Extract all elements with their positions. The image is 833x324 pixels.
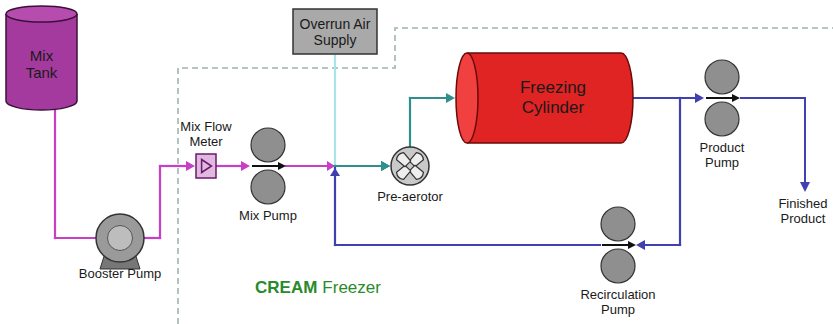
aerator-rotor (395, 151, 425, 181)
brand-name: CREAM (255, 278, 317, 297)
rotor-blade (409, 165, 425, 181)
freezing-cylinder: Freezing Cylinder (455, 52, 633, 144)
flow-connector (335, 55, 390, 171)
roller (705, 102, 739, 136)
cylinder-end (456, 53, 478, 143)
pipe-segment (286, 165, 335, 167)
pipe-segment (679, 98, 681, 245)
pipe-segment (335, 165, 382, 167)
roller (251, 128, 285, 162)
pump-flow-line (252, 165, 280, 167)
node-label: Pre-aerotor (365, 189, 455, 204)
node-shape (250, 127, 286, 205)
node-label: Product Pump (691, 140, 753, 170)
pump-casing (96, 214, 144, 262)
node-shape (704, 59, 740, 137)
pipe-segment (633, 97, 696, 99)
pipe-segment (335, 244, 600, 246)
node-label: Mix Pump (228, 208, 308, 223)
pipe-segment (217, 165, 242, 167)
booster-pump: Booster Pump (95, 213, 145, 263)
mix-pump: Mix Pump (250, 127, 286, 205)
arrow-head (695, 93, 704, 103)
rotor-blade (395, 165, 411, 181)
aerator-casing (391, 147, 429, 185)
pump-impeller (108, 226, 133, 251)
rotor-blade (409, 151, 425, 167)
flow-connector (335, 161, 600, 245)
pipe-segment (409, 98, 411, 146)
node-label: Mix Flow Meter (175, 119, 237, 149)
pipe-segment (54, 110, 56, 238)
flow-connector (286, 161, 390, 171)
flow-connector (55, 110, 95, 238)
pipe-segment (335, 165, 382, 167)
rotor-blade (395, 151, 411, 167)
node-text-area: Overrun Air Supply (292, 8, 378, 55)
box-outline (293, 9, 377, 54)
roller (601, 207, 635, 241)
freezer-region: CREAMFreezerMix Flow MeterMix PumpPre-ae… (178, 28, 833, 324)
arrow-head (446, 93, 455, 103)
flow-connector (145, 161, 195, 238)
pump-flow-arrow (732, 94, 740, 102)
pipe-segment (644, 244, 680, 246)
pump-flow-line (706, 97, 734, 99)
node-text-area: Freezing Cylinder (455, 52, 633, 144)
meter-body (196, 154, 216, 178)
pipe-segment (159, 166, 161, 238)
arrow-head (381, 161, 390, 171)
meter-symbol (202, 160, 212, 173)
pipe-segment (55, 237, 95, 239)
product-pump: Product Pump (704, 59, 740, 137)
arrow-head (381, 161, 390, 171)
flow-connector (633, 93, 704, 103)
roller (601, 249, 635, 283)
pump-flow-arrow (278, 162, 286, 170)
node-label: Recirculation Pump (570, 287, 666, 317)
region-name: Freezer (322, 278, 381, 297)
freezer-title: CREAM Freezer (255, 278, 381, 298)
pipe-segment (633, 97, 680, 99)
pipe-segment (335, 165, 382, 167)
flow-connector (633, 98, 680, 250)
node-shape (195, 153, 217, 179)
arrow-head (381, 161, 390, 171)
pipe-segment (334, 55, 336, 166)
pipe-segment (334, 166, 336, 245)
roller (705, 60, 739, 94)
pipe-segment (145, 237, 160, 239)
pipe-segment (160, 165, 187, 167)
pump-flow-line (602, 244, 630, 246)
node-text: Mix Tank (18, 47, 66, 81)
node-text-area: Mix Tank (5, 5, 78, 110)
node-text: Freezing Cylinder (498, 78, 608, 118)
node-shape (95, 213, 145, 263)
freezer-boundary (178, 28, 833, 324)
flow-connector (410, 93, 455, 146)
node-label: Booster Pump (70, 266, 170, 281)
node-shape (600, 206, 636, 284)
roller (251, 170, 285, 204)
mix-tank: Mix Tank (5, 5, 78, 110)
arrow-head (636, 240, 645, 250)
outlet-label: Finished Product (774, 196, 832, 226)
recirculation-pump: Recirculation Pump (600, 206, 636, 284)
air-supply-box: Overrun Air Supply (292, 8, 378, 55)
product-outlet-arrow (800, 182, 810, 192)
product-outlet-line (740, 98, 805, 184)
pipe-segment (410, 97, 447, 99)
pre-aerator: Pre-aerotor (390, 146, 430, 186)
cylinder-body (467, 53, 633, 143)
flow-meter: Mix Flow Meter (195, 153, 217, 179)
tank-top (6, 6, 77, 22)
pump-flow-arrow (628, 241, 636, 249)
node-text: Overrun Air Supply (299, 16, 371, 48)
arrow-head (186, 161, 195, 171)
tank-body (6, 14, 77, 110)
flow-connector (217, 161, 250, 171)
arrow-head (241, 161, 250, 171)
node-shape (390, 146, 430, 186)
